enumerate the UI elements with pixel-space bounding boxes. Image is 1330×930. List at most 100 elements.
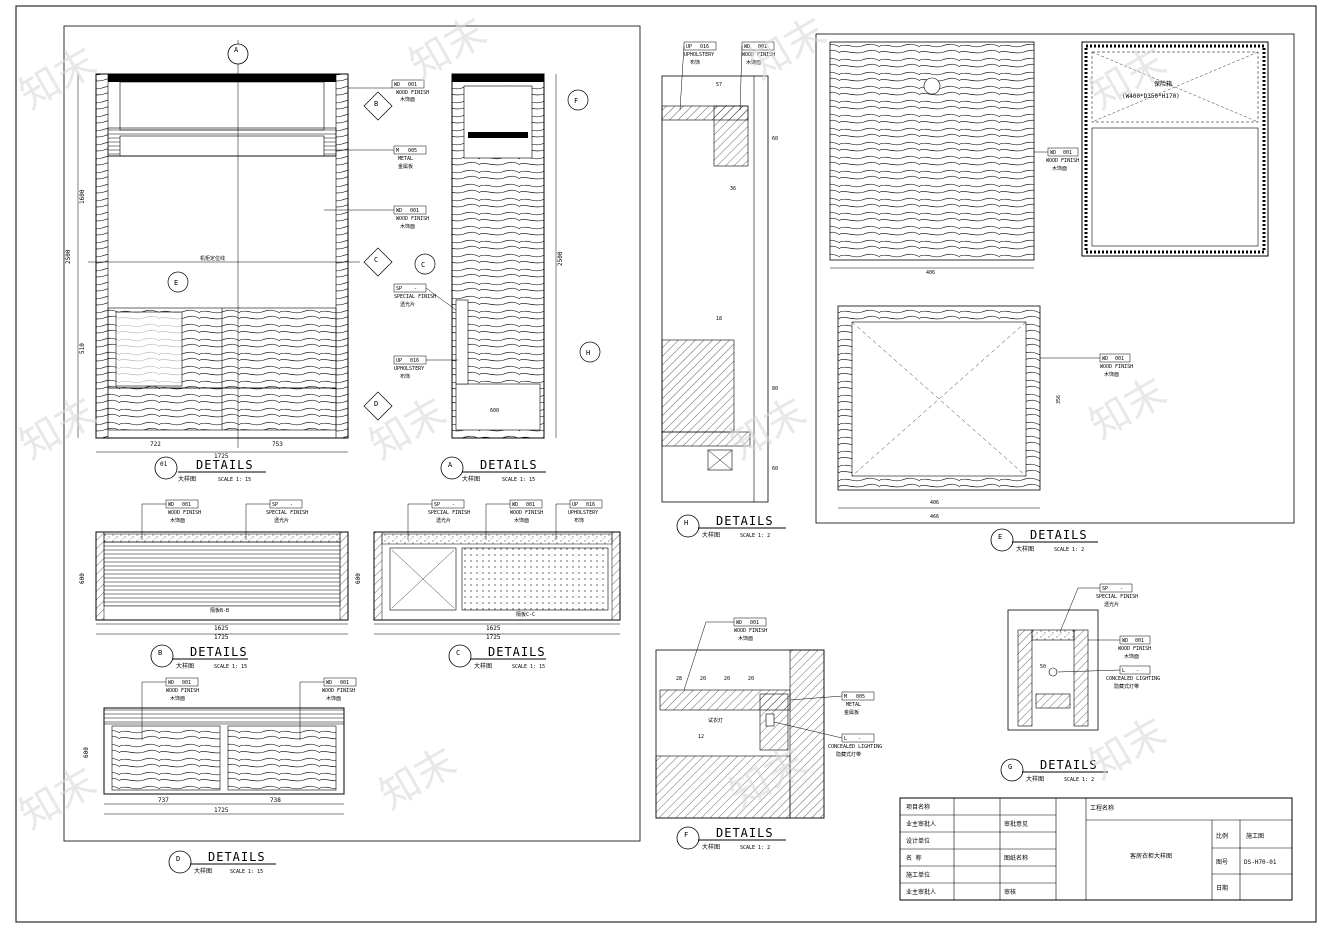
svg-text:001: 001 (750, 620, 759, 626)
svg-text:1625: 1625 (486, 625, 501, 632)
title-g: G DETAILS 大样图 SCALE 1: 2 (1000, 758, 1108, 783)
dim-upper: 1600 (79, 189, 86, 204)
svg-text:1725: 1725 (486, 634, 501, 641)
svg-text:透光片: 透光片 (1104, 601, 1119, 608)
svg-text:WOOD FINISH: WOOD FINISH (1046, 158, 1079, 164)
svg-text:SPECIAL FINISH: SPECIAL FINISH (266, 510, 308, 516)
watermark-logo: 知末 (1082, 709, 1174, 789)
svg-text:工程名称: 工程名称 (1090, 804, 1114, 812)
callout-wd-f: WD 001 WOOD FINISH 木饰面 (683, 617, 767, 691)
svg-text:WD: WD (1122, 638, 1128, 644)
svg-text:005: 005 (408, 148, 417, 154)
svg-text:-: - (1136, 668, 1139, 674)
title-f: F DETAILS 大样图 SCALE 1: 2 (676, 826, 786, 851)
svg-text:D: D (374, 400, 378, 408)
marker-e: E (167, 271, 189, 293)
svg-text:CONCEALED LIGHTING: CONCEALED LIGHTING (828, 744, 882, 750)
svg-text:DETAILS: DETAILS (1030, 528, 1088, 542)
main-elevation: 机柜定位线 722 753 1725 2500 1600 510 A B C D… (65, 40, 429, 483)
detail-e: 406 保险箱 (W400*D350*H170) 406 466 356 WD … (829, 41, 1269, 553)
svg-text:60: 60 (772, 466, 778, 472)
title-h: H DETAILS 大样图 SCALE 1: 2 (676, 514, 786, 539)
svg-text:SCALE 1: 15: SCALE 1: 15 (218, 477, 251, 483)
svg-text:WOOD FINISH: WOOD FINISH (168, 510, 201, 516)
svg-text:50: 50 (1040, 664, 1046, 670)
svg-text:12: 12 (698, 734, 704, 740)
svg-text:001: 001 (340, 680, 349, 686)
svg-text:DS-H70-01: DS-H70-01 (1244, 859, 1277, 866)
svg-text:木饰面: 木饰面 (1124, 653, 1139, 660)
svg-text:布饰: 布饰 (400, 373, 410, 380)
svg-text:WOOD FINISH: WOOD FINISH (166, 688, 199, 694)
svg-text:名 称: 名 称 (906, 854, 922, 862)
svg-text:UPHOLSTERY: UPHOLSTERY (394, 366, 424, 372)
svg-text:隔板C-C: 隔板C-C (516, 611, 535, 618)
svg-text:大样图: 大样图 (178, 475, 196, 483)
svg-text:施工图: 施工图 (1246, 832, 1264, 840)
svg-text:SP: SP (434, 502, 440, 508)
callout-wd-e1: WD 001 WOOD FINISH 木饰面 (1034, 147, 1079, 172)
svg-text:466: 466 (930, 514, 939, 520)
svg-text:布饰: 布饰 (574, 517, 584, 524)
svg-text:隐藏式灯带: 隐藏式灯带 (1114, 683, 1139, 690)
svg-text:大样图: 大样图 (176, 662, 194, 670)
svg-text:SP: SP (1102, 586, 1108, 592)
svg-text:001: 001 (758, 44, 767, 50)
svg-text:木饰面: 木饰面 (400, 96, 415, 103)
marker-a: A (234, 46, 239, 54)
svg-text:20: 20 (748, 676, 754, 682)
svg-text:客房衣柜大样图: 客房衣柜大样图 (1130, 852, 1172, 860)
svg-text:透光片: 透光片 (436, 517, 451, 524)
svg-text:木饰面: 木饰面 (170, 517, 185, 524)
svg-text:WOOD FINISH: WOOD FINISH (734, 628, 767, 634)
watermark-logo: 知末 (12, 759, 104, 839)
svg-text:CONCEALED LIGHTING: CONCEALED LIGHTING (1106, 676, 1160, 682)
callout-sp-g: SP - SPECIAL FINISH 透光片 (1059, 583, 1138, 633)
svg-text:001: 001 (1063, 150, 1072, 156)
callout-sp-a: SP - SPECIAL FINISH 透光片 (393, 283, 457, 311)
svg-text:METAL: METAL (846, 702, 861, 708)
callout-wd001-1: WD 001 WOOD FINISH 木饰面 (348, 79, 429, 103)
section-b: 隔板B-B 1625 1725 600 WD 001 WOOD FINISH 木… (79, 499, 349, 670)
svg-text:透光片: 透光片 (274, 517, 289, 524)
svg-text:透光片: 透光片 (400, 301, 415, 308)
svg-text:大样图: 大样图 (702, 843, 720, 851)
svg-text:001: 001 (1135, 638, 1144, 644)
svg-text:隐藏式灯带: 隐藏式灯带 (836, 751, 861, 758)
svg-text:DETAILS: DETAILS (1040, 758, 1098, 772)
marker-c: C (363, 247, 393, 277)
title-main: 01 DETAILS 大样图 SCALE 1: 15 (154, 456, 266, 483)
svg-text:DETAILS: DETAILS (208, 850, 266, 864)
svg-text:001: 001 (182, 680, 191, 686)
svg-text:WD: WD (168, 680, 174, 686)
svg-text:SCALE 1: 2: SCALE 1: 2 (1064, 777, 1094, 783)
svg-text:H: H (684, 519, 688, 527)
marker-h: H (579, 341, 601, 363)
callout-up-a: UP 016 UPHOLSTERY 布饰 (393, 355, 458, 380)
svg-text:D: D (176, 855, 180, 863)
dim-mid: 510 (79, 343, 86, 354)
svg-text:A: A (448, 461, 453, 469)
svg-text:DETAILS: DETAILS (716, 514, 774, 528)
svg-text:28: 28 (676, 676, 682, 682)
svg-text:WD: WD (1102, 356, 1108, 362)
svg-text:SCALE 1: 15: SCALE 1: 15 (230, 869, 263, 875)
svg-text:001: 001 (182, 502, 191, 508)
svg-text:木饰面: 木饰面 (738, 635, 753, 642)
main-center-note: 机柜定位线 (200, 255, 225, 262)
svg-text:DETAILS: DETAILS (196, 458, 254, 472)
callout-wd001-2: WD 001 WOOD FINISH 木饰面 (324, 205, 429, 230)
svg-text:-: - (414, 286, 417, 292)
svg-text:SP: SP (396, 286, 402, 292)
callout-wd001-b: WD 001 WOOD FINISH 木饰面 (141, 499, 201, 540)
callout-wd-e2: WD 001 WOOD FINISH 木饰面 (1040, 353, 1133, 378)
title-a: A DETAILS 大样图 SCALE 1: 15 (440, 456, 546, 483)
svg-text:1725: 1725 (214, 634, 229, 641)
svg-text:36: 36 (730, 186, 736, 192)
svg-text:DETAILS: DETAILS (190, 645, 248, 659)
title-c: C DETAILS 大样图 SCALE 1: 15 (448, 644, 546, 670)
svg-text:016: 016 (586, 502, 595, 508)
svg-text:木饰面: 木饰面 (326, 695, 341, 702)
svg-text:UP: UP (396, 358, 402, 364)
svg-text:SP: SP (272, 502, 278, 508)
